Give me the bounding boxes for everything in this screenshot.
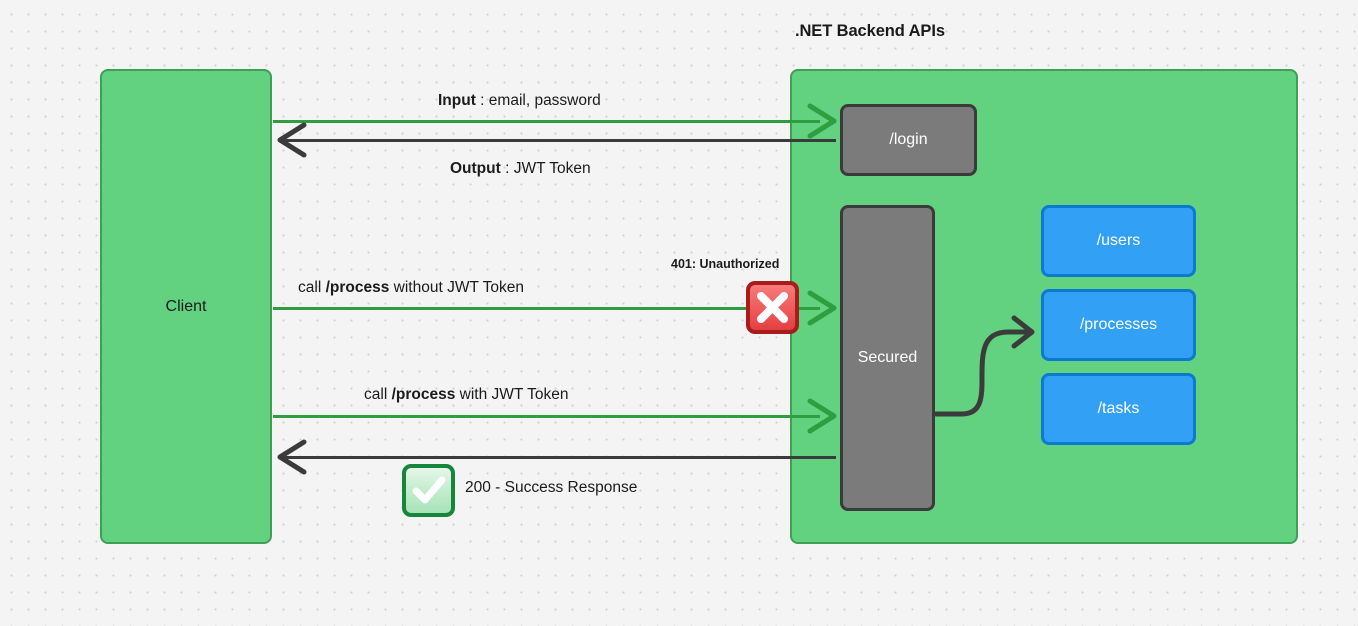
status-401-label: 401: Unauthorized	[671, 257, 780, 271]
flow-login-request-label: Input : email, password	[438, 92, 601, 110]
success-check-icon	[402, 464, 455, 517]
flow-process-with-token-label-pre: call	[364, 386, 392, 403]
client-label: Client	[165, 297, 207, 315]
endpoint-tasks-label: /tasks	[1097, 400, 1140, 417]
flow-login-request-arrowhead	[807, 103, 837, 139]
secured-to-processes-arrow	[933, 315, 1035, 417]
endpoint-processes-label: /processes	[1079, 316, 1158, 333]
endpoint-users-label: /users	[1096, 232, 1141, 249]
flow-login-response-label-bold: Output	[450, 160, 501, 177]
flow-process-no-token-label-pre: call	[298, 279, 326, 296]
secured-gateway-box[interactable]: Secured	[840, 205, 935, 511]
client-box[interactable]: Client	[100, 69, 272, 544]
endpoint-processes-box[interactable]: /processes	[1041, 289, 1196, 361]
flow-process-success-arrowhead	[277, 439, 307, 475]
flow-login-request-label-rest: : email, password	[475, 92, 601, 109]
flow-login-response-line	[283, 139, 836, 142]
endpoint-login-box[interactable]: /login	[840, 104, 977, 176]
flow-process-with-token-arrowhead	[807, 398, 837, 434]
flow-process-no-token-label-post: without JWT Token	[389, 279, 525, 296]
flow-process-with-token-label: call /process with JWT Token	[364, 386, 568, 404]
flow-process-no-token-arrowhead	[807, 290, 837, 326]
flow-process-no-token-label: call /process without JWT Token	[298, 279, 524, 297]
flow-process-success-label: 200 - Success Response	[465, 479, 638, 496]
flow-login-request-label-bold: Input	[438, 92, 476, 109]
secured-gateway-label: Secured	[857, 349, 918, 366]
flow-login-response-arrowhead	[277, 122, 307, 158]
flow-login-response-label-rest: : JWT Token	[500, 160, 591, 177]
flow-login-request-line	[273, 120, 820, 123]
flow-process-with-token-label-post: with JWT Token	[455, 386, 569, 403]
endpoint-tasks-box[interactable]: /tasks	[1041, 373, 1196, 445]
flow-process-no-token-label-bold: /process	[325, 279, 390, 296]
flow-process-success-line	[283, 456, 836, 459]
endpoint-login-label: /login	[889, 131, 928, 148]
endpoint-users-box[interactable]: /users	[1041, 205, 1196, 277]
flow-process-no-token-line	[273, 307, 820, 310]
flow-process-with-token-line	[273, 415, 820, 418]
flow-login-response-label: Output : JWT Token	[450, 160, 591, 178]
flow-process-with-token-label-bold: /process	[391, 386, 456, 403]
diagram-title: .NET Backend APIs	[795, 22, 945, 40]
error-cross-icon	[746, 281, 799, 334]
